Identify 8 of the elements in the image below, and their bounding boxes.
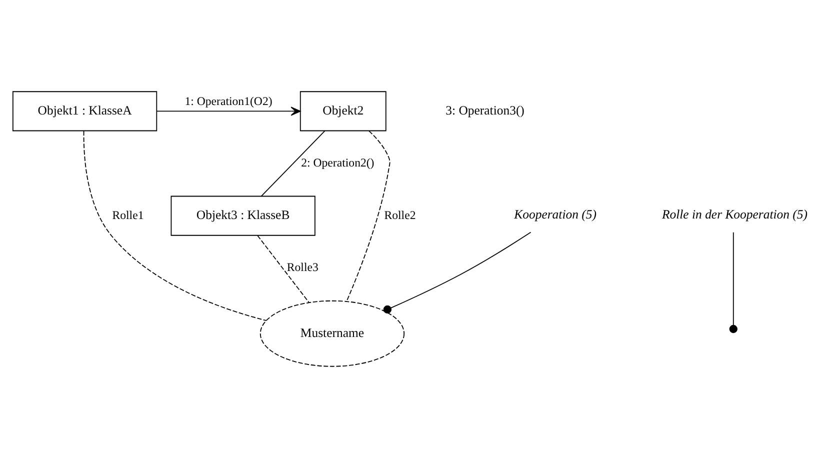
label: 3: Operation3() bbox=[446, 103, 524, 118]
node-text: Rolle in der Kooperation (5) bbox=[662, 206, 808, 221]
edge-label: Rolle2 bbox=[384, 207, 416, 222]
edge-label: Rolle1 bbox=[112, 207, 144, 222]
edge-label: Rolle3 bbox=[286, 260, 318, 274]
edge-label: 1: Operation1(O2) bbox=[184, 94, 272, 108]
edge-label: 2: Operation2() bbox=[301, 155, 374, 170]
node-text: Kooperation (5) bbox=[514, 206, 596, 221]
